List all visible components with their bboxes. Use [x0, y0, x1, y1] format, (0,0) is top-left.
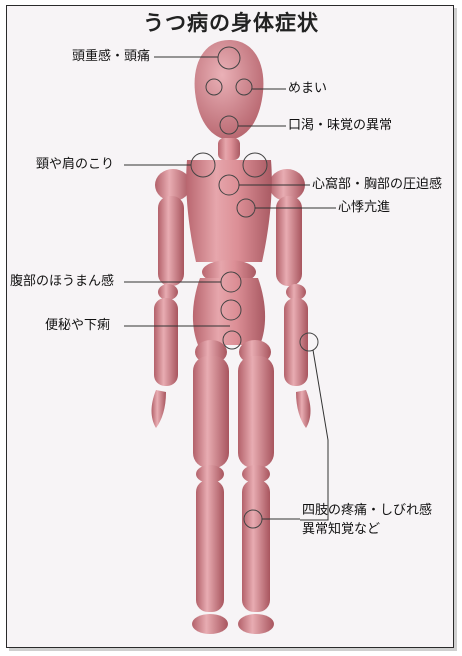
- left-thigh: [193, 356, 229, 468]
- label-dizziness: めまい: [288, 81, 327, 97]
- mannequin-neck: [218, 138, 240, 160]
- label-palpitations: 心悸亢進: [338, 200, 390, 216]
- mannequin-head: [195, 40, 264, 140]
- label-dry-mouth: 口渇・味覚の異常: [288, 118, 392, 134]
- label-limb-pain-line1: 四肢の疼痛・しびれ感: [302, 503, 432, 519]
- left-hand: [152, 390, 167, 428]
- right-hand: [296, 390, 311, 428]
- right-shin: [242, 480, 270, 612]
- label-stiff-shoulders: 頸や肩のこり: [36, 157, 114, 173]
- mannequin-pelvis: [193, 278, 265, 345]
- label-bloating: 腹部のほうまん感: [10, 274, 114, 290]
- label-headache: 頭重感・頭痛: [72, 49, 150, 65]
- left-elbow: [158, 284, 178, 300]
- right-upper-arm: [276, 196, 302, 286]
- right-foot: [238, 614, 274, 634]
- label-limb-pain-line2: 異常知覚など: [302, 522, 380, 538]
- right-forearm: [284, 298, 308, 386]
- right-elbow: [286, 284, 306, 300]
- label-constipation: 便秘や下痢: [45, 318, 110, 334]
- label-chest-pressure: 心窩部・胸部の圧迫感: [312, 177, 442, 193]
- left-shin: [196, 480, 224, 612]
- left-upper-arm: [158, 196, 184, 286]
- left-forearm: [154, 298, 178, 386]
- right-thigh: [238, 356, 274, 468]
- left-foot: [192, 614, 228, 634]
